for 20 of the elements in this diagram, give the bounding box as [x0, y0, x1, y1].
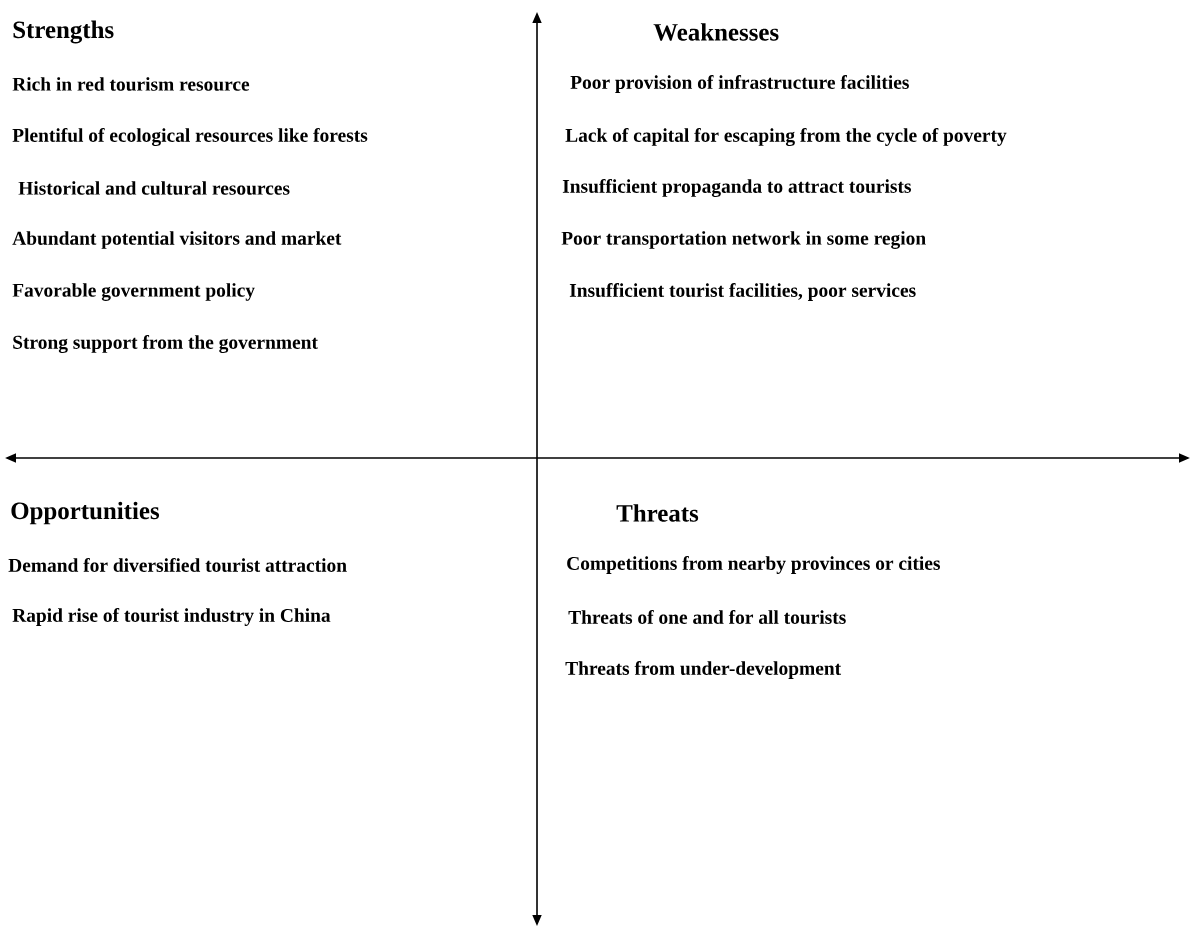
list-item: Plentiful of ecological resources like forests — [12, 128, 368, 146]
quadrant-heading: Strengths — [13, 20, 114, 44]
list-item: Favorable government policy — [12, 283, 255, 301]
list-item: Insufficient tourist facilities, poor services — [569, 283, 916, 301]
list-item: Rich in red tourism resource — [12, 77, 250, 91]
list-item: Rapid rise of tourist industry in China — [12, 608, 331, 626]
list-item: Abundant potential visitors and market — [12, 231, 342, 249]
list-item: Demand for diversified tourist attraction — [8, 558, 347, 572]
list-item: Historical and cultural resources — [18, 181, 290, 195]
quadrant-heading: Weaknesses — [653, 23, 779, 41]
list-item: Insufficient propaganda to attract tourists — [562, 179, 911, 197]
list-item: Poor transportation network in some region — [561, 231, 926, 249]
list-item: Lack of capital for escaping from the cycle of poverty — [565, 128, 1007, 146]
list-item: Threats from under-development — [565, 661, 842, 679]
quadrant-heading: Threats — [616, 504, 699, 522]
list-item: Competitions from nearby provinces or cities — [567, 556, 940, 574]
quadrant-heading: Opportunities — [11, 501, 160, 525]
list-item: Threats of one and for all tourists — [568, 610, 846, 624]
list-item: Poor provision of infrastructure facilities — [570, 75, 909, 93]
list-item: Strong support from the government — [13, 335, 318, 353]
